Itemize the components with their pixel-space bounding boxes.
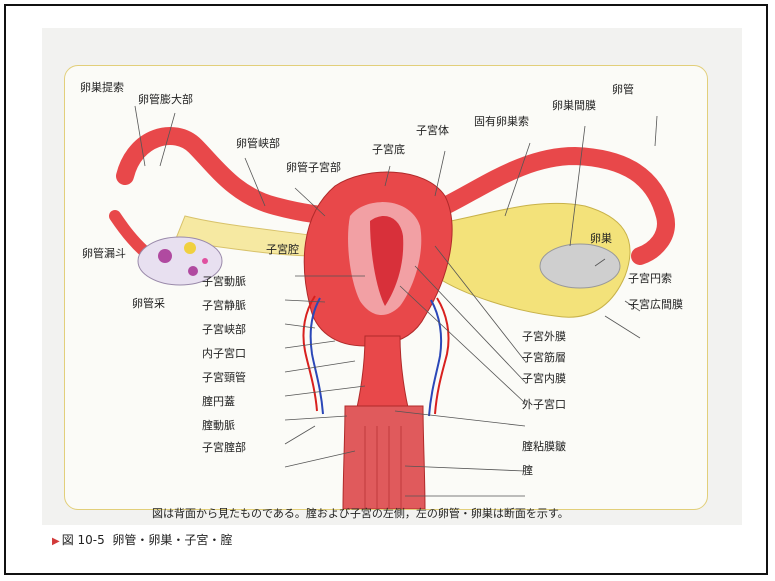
figure-panel: 卵巣提索 卵管膨大部 卵管峡部 卵管子宮部 子宮底 子宮体 固有卵巣索 卵巣間膜… (42, 28, 742, 525)
label-infundibulum: 卵管漏斗 (82, 248, 126, 260)
vagina-shape (343, 406, 425, 509)
right-ovary-shape (540, 244, 620, 288)
label-vaginal-artery: 腟動脈 (202, 420, 235, 432)
label-isthmus-tube: 卵管峡部 (236, 138, 280, 150)
label-vaginal-portion: 子宮腟部 (202, 442, 246, 454)
label-body: 子宮体 (416, 125, 449, 137)
anatomy-illustration (65, 66, 707, 509)
label-round-ligament: 子宮円索 (628, 273, 672, 285)
label-endometrium: 子宮内膜 (522, 373, 566, 385)
label-myometrium: 子宮筋層 (522, 352, 566, 364)
label-vaginal-rugae: 腟粘膜皺 (522, 441, 566, 453)
label-ovary: 卵巣 (590, 233, 612, 245)
label-uterine-cavity: 子宮腔 (266, 244, 299, 256)
label-ovarian-suspensory-ligament: 卵巣提索 (80, 82, 124, 94)
label-vagina: 腟 (522, 465, 533, 477)
label-cervical-canal: 子宮頸管 (202, 372, 246, 384)
label-internal-os: 内子宮口 (202, 348, 246, 360)
label-uterine-vein: 子宮静脈 (202, 300, 246, 312)
diagram-box (64, 65, 708, 510)
label-mesovarium: 卵巣間膜 (552, 100, 596, 112)
label-fallopian-tube: 卵管 (612, 84, 634, 96)
label-external-os: 外子宮口 (522, 399, 566, 411)
label-fimbriae: 卵管采 (132, 298, 165, 310)
label-broad-ligament: 子宮広間膜 (628, 299, 683, 311)
figure-title: 卵管・卵巣・子宮・腟 (112, 533, 232, 547)
right-uterine-vein-shape (429, 300, 441, 416)
cervix-shape (355, 336, 410, 416)
page-frame: 卵巣提索 卵管膨大部 卵管峡部 卵管子宮部 子宮底 子宮体 固有卵巣索 卵巣間膜… (4, 4, 768, 575)
label-ampulla: 卵管膨大部 (138, 94, 193, 106)
label-uterine-isthmus: 子宮峡部 (202, 324, 246, 336)
label-ovarian-ligament: 固有卵巣索 (474, 116, 529, 128)
label-uterine-part-tube: 卵管子宮部 (286, 162, 341, 174)
figure-caption: ▶図 10-5 卵管・卵巣・子宮・腟 (52, 531, 232, 548)
label-perimetrium: 子宮外膜 (522, 331, 566, 343)
label-uterine-artery: 子宮動脈 (202, 276, 246, 288)
label-vaginal-fornix: 腟円蓋 (202, 396, 235, 408)
label-fundus: 子宮底 (372, 144, 405, 156)
figure-note: 図は背面から見たものである。腟および子宮の左側，左の卵管・卵巣は断面を示す。 (152, 505, 569, 521)
figure-marker-icon: ▶ (52, 536, 60, 547)
figure-number: 図 10-5 (62, 533, 105, 547)
